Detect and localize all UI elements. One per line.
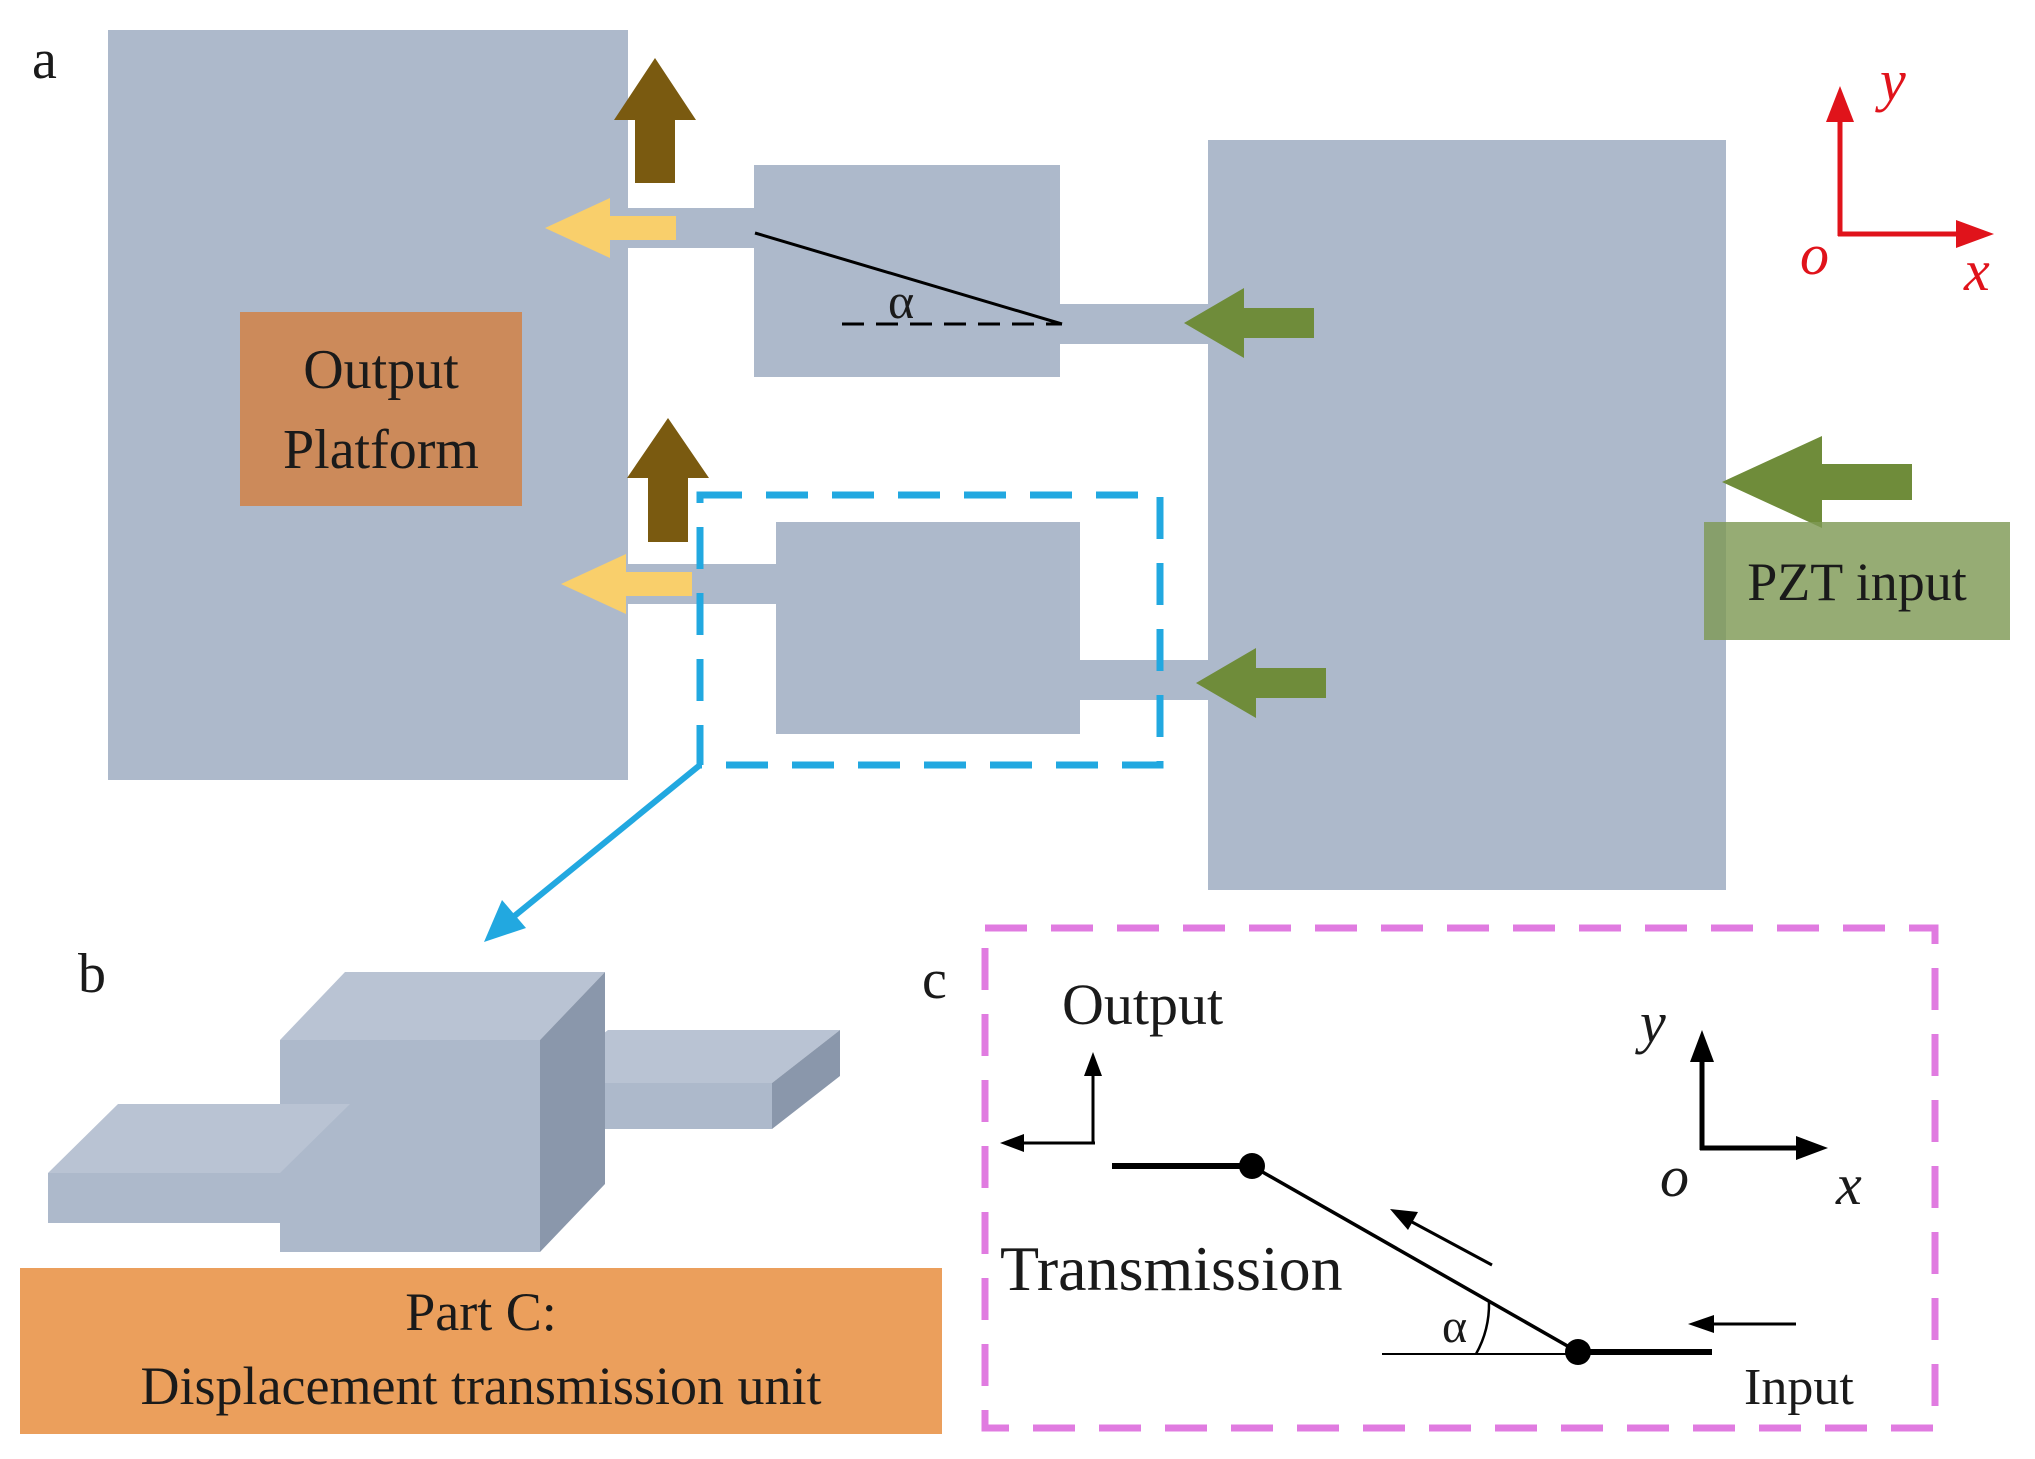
input-block: [1208, 140, 1726, 890]
black-axis-x-label: x: [1835, 1152, 1862, 1217]
pzt-input-arrow: [1722, 436, 1912, 528]
right-plate-side: [772, 1030, 840, 1129]
blue-pointer-line: [510, 762, 702, 921]
brown-up-arrow-lower: [627, 418, 709, 542]
part-c-caption-line2: Displacement transmission unit: [141, 1356, 822, 1416]
output-left-arrowhead: [1000, 1134, 1024, 1152]
input-arrowhead: [1688, 1315, 1714, 1333]
red-x-axis-arrowhead: [1956, 220, 1994, 248]
black-y-axis-arrowhead: [1690, 1030, 1714, 1062]
pzt-input-label: PZT input: [1747, 552, 1967, 612]
blue-pointer-arrowhead: [484, 900, 526, 942]
lower-hinge-joint: [1565, 1339, 1591, 1365]
upper-connector-right: [1060, 304, 1208, 344]
upper-angle-alpha: α: [888, 273, 914, 329]
central-block-front: [280, 1040, 540, 1252]
lower-connector-right: [1080, 660, 1208, 700]
input-label: Input: [1744, 1359, 1854, 1416]
panel-b-label: b: [78, 943, 106, 1005]
yellow-left-arrow-upper: [545, 198, 676, 258]
red-y-axis-arrowhead: [1826, 86, 1854, 122]
brown-up-arrow-upper: [614, 58, 696, 183]
green-left-arrow-lower: [1196, 648, 1326, 718]
upper-incline-line: [754, 231, 1063, 326]
part-c-caption-line1: Part C:: [405, 1282, 557, 1342]
transmission-label: Transmission: [1000, 1233, 1343, 1304]
angle-arc: [1474, 1301, 1491, 1355]
left-plate-top: [48, 1104, 350, 1173]
part-c-caption-box: [20, 1268, 942, 1434]
transmission-angle-alpha: α: [1442, 1300, 1467, 1353]
output-platform-label-line2: Platform: [283, 419, 479, 481]
transmission-direction-arrow-line: [1411, 1220, 1493, 1267]
right-plate-top: [540, 1030, 840, 1083]
red-axis-origin-label: o: [1800, 222, 1829, 287]
output-label: Output: [1062, 972, 1223, 1037]
output-up-arrowhead: [1084, 1052, 1102, 1076]
highlight-dashed-box: [696, 491, 1164, 769]
output-platform-label-box: [240, 312, 522, 506]
black-x-axis-arrowhead: [1796, 1136, 1828, 1160]
lower-transmission-block: [776, 522, 1080, 734]
central-block-top: [280, 972, 605, 1040]
panel-c-dashed-box: [981, 924, 1939, 1432]
transmission-link: [1251, 1164, 1579, 1354]
upper-transmission-block: [754, 165, 1060, 377]
panel-a-label: a: [32, 29, 57, 91]
panel-c-label: c: [922, 949, 947, 1011]
transmission-direction-arrowhead: [1390, 1209, 1418, 1230]
green-left-arrow-upper: [1184, 288, 1314, 358]
central-block-side: [540, 972, 605, 1252]
left-plate-front: [48, 1173, 280, 1223]
red-axis-x-label: x: [1963, 238, 1990, 303]
upper-hinge-joint: [1239, 1153, 1265, 1179]
black-axis-y-label: y: [1635, 990, 1666, 1055]
output-platform-label-line1: Output: [303, 339, 459, 401]
red-axis-y-label: y: [1875, 48, 1906, 113]
black-axis-origin-label: o: [1660, 1144, 1689, 1209]
pzt-input-box: [1704, 522, 2010, 640]
yellow-left-arrow-lower: [561, 554, 692, 614]
